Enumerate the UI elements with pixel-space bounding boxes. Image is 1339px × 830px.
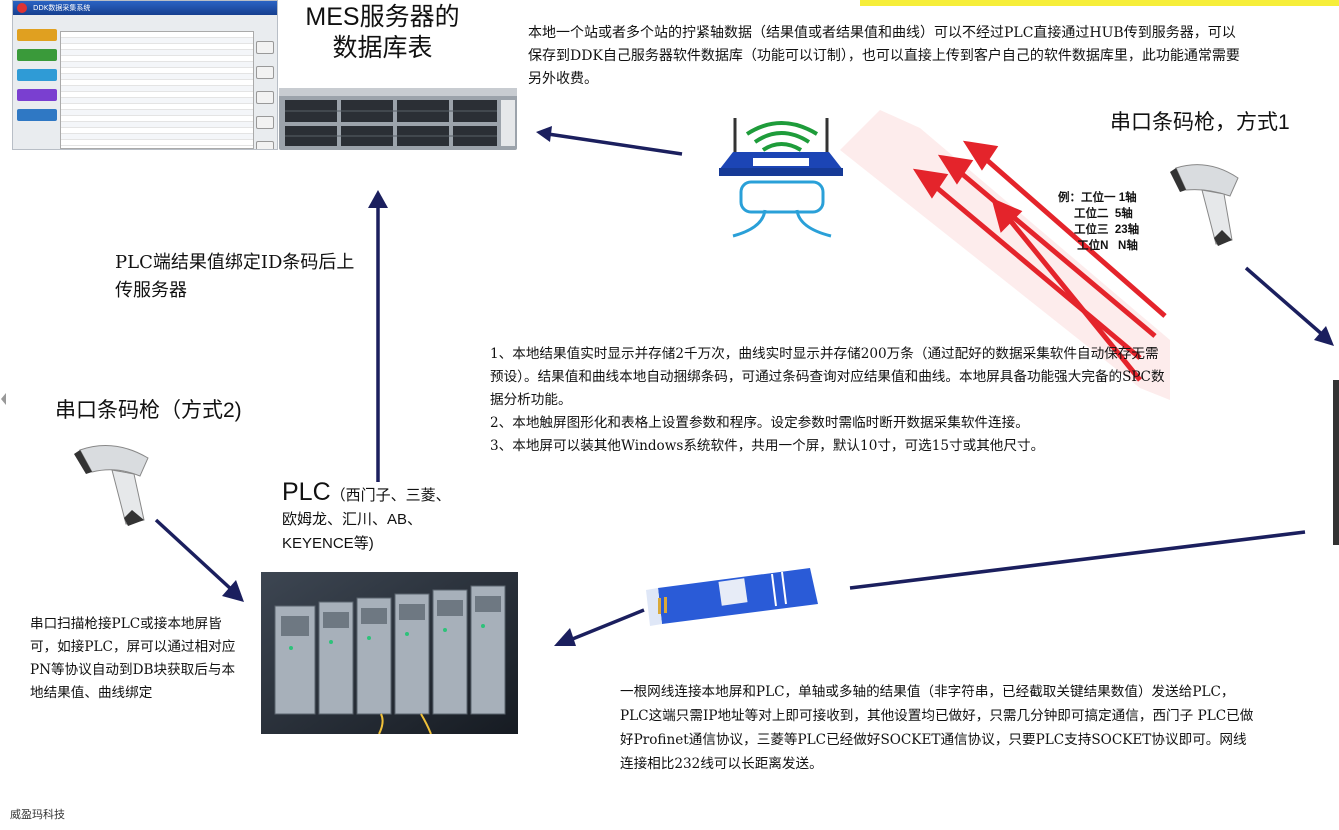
- wifi-router-icon: [713, 104, 849, 242]
- db-table-row: [61, 80, 253, 86]
- axis-example-list: 例：工位一 1轴 工位二 5轴 工位三 23轴 工位N N轴: [1058, 190, 1139, 254]
- db-table-row: [61, 38, 253, 44]
- arrow-scanner1-to-screen: [1244, 266, 1334, 346]
- db-logo-icon: [17, 3, 27, 13]
- db-table-row: [61, 50, 253, 56]
- mes-database-screen: DDK数据采集系统: [12, 0, 278, 150]
- arrow-plc-to-server: [368, 190, 388, 482]
- db-window-titlebar: DDK数据采集系统: [13, 1, 277, 15]
- db-table-row: [61, 128, 253, 134]
- db-table-row: [61, 122, 253, 128]
- db-table-row: [61, 32, 253, 38]
- plc-title-main: PLC: [282, 478, 331, 506]
- scanner-mode1-title: 串口条码枪，方式1: [1110, 111, 1290, 134]
- network-cable-note: 一根网线连接本地屏和PLC，单轴或多轴的结果值（非字符串，已经截取关键结果数值）…: [620, 684, 1254, 772]
- db-table-row: [61, 44, 253, 50]
- rack-server-icon: [279, 88, 517, 150]
- arrow-router-to-server: [536, 126, 683, 156]
- local-screen-edge: [1333, 380, 1339, 545]
- scanner-mode2-title: 串口条码枪（方式2): [55, 399, 242, 422]
- footer-company: 威盈玛科技: [10, 808, 65, 821]
- wireless-signal-beam: [840, 110, 1170, 400]
- axis-example-line: 工位N N轴: [1058, 240, 1138, 252]
- db-side-button: [17, 29, 57, 41]
- plc-bind-note: PLC端结果值绑定ID条码后上传服务器: [115, 252, 355, 301]
- db-side-button: [17, 69, 57, 81]
- axis-example-line: 工位二 5轴: [1058, 208, 1133, 220]
- top-accent-bar: [860, 0, 1339, 6]
- features-note: 1、本地结果值实时显示并存储2千万次，曲线实时显示并存储200万条（通过配好的数…: [490, 346, 1165, 454]
- db-table-row: [61, 86, 253, 92]
- arrow-scanner2-to-plc: [154, 518, 244, 602]
- db-table-row: [61, 92, 253, 98]
- db-table-row: [61, 56, 253, 62]
- db-action-buttons: [256, 41, 274, 149]
- page-left-edge-marker: [1, 393, 6, 405]
- db-table: [60, 31, 254, 149]
- db-side-button: [17, 109, 57, 121]
- barcode-scanner-icon: [1170, 164, 1239, 246]
- db-table-row: [61, 98, 253, 104]
- plc-title: PLC（西门子、三菱、欧姆龙、汇川、AB、KEYENCE等): [282, 480, 462, 556]
- mes-title: MES服务器的数据库表: [305, 3, 460, 62]
- serial-scanner-note: 串口扫描枪接PLC或接本地屏皆可，如接PLC，屏可以通过相对应PN等协议自动到D…: [30, 616, 236, 701]
- plc-title-brands: （西门子、三菱、欧姆龙、汇川、AB、KEYENCE等): [282, 487, 451, 552]
- barcode-scanner-icon: [74, 445, 149, 526]
- db-table-row: [61, 116, 253, 122]
- db-window-title: DDK数据采集系统: [33, 4, 91, 12]
- db-action-button: [256, 116, 274, 129]
- db-action-button: [256, 91, 274, 104]
- db-sidebar: [17, 29, 57, 129]
- server-upload-note: 本地一个站或者多个站的拧紧轴数据（结果值或者结果值和曲线）可以不经过PLC直接通…: [528, 25, 1240, 87]
- db-table-row: [61, 74, 253, 80]
- ethernet-cable-icon: [554, 530, 1306, 646]
- db-table-row: [61, 110, 253, 116]
- db-table-row: [61, 68, 253, 74]
- axis-example-line: 例：工位一 1轴: [1058, 192, 1137, 204]
- db-action-button: [256, 141, 274, 149]
- plc-module-icon: [261, 572, 518, 734]
- db-action-button: [256, 66, 274, 79]
- db-table-row: [61, 134, 253, 140]
- db-action-button: [256, 41, 274, 54]
- axis-example-line: 工位三 23轴: [1058, 224, 1140, 236]
- db-table-row: [61, 62, 253, 68]
- db-table-row: [61, 140, 253, 146]
- db-table-row: [61, 104, 253, 110]
- db-side-button: [17, 49, 57, 61]
- db-side-button: [17, 89, 57, 101]
